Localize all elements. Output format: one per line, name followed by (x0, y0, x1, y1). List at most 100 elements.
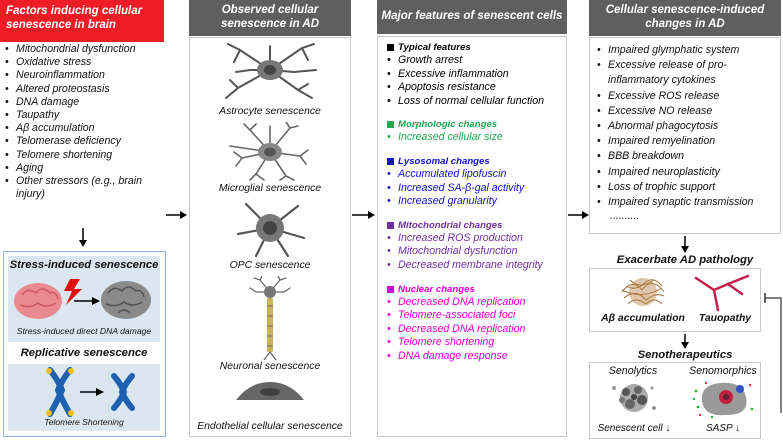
feature-item: Apoptosis resistance (386, 81, 560, 95)
feature-item: Decreased membrane integrity (386, 259, 560, 273)
change-item: BBB breakdown (596, 149, 776, 164)
feature-item: Telomere shortening (386, 336, 560, 350)
change-item: Impaired remyelination (596, 134, 776, 149)
changes-header: Cellular senescence-induced changes in A… (589, 0, 781, 36)
chromosome-long-icon (46, 367, 74, 417)
factor-item: Taupathy (4, 109, 164, 122)
feature-section-title-text: Lysosomal changes (398, 155, 490, 167)
senomorphics-label: Senomorphics (689, 365, 757, 377)
change-item: Excessive NO release (596, 104, 776, 119)
factor-item: Altered proteostasis (4, 83, 164, 96)
factor-item: Oxidative stress (4, 56, 164, 69)
factor-item: Telomere shortening (4, 149, 164, 162)
feature-list: Growth arrestExcessive inflammationApopt… (386, 54, 560, 108)
replicative-panel: Telomere Shortening (8, 364, 160, 431)
factor-item: Aβ accumulation (4, 122, 164, 135)
change-item: Excessive ROS release (596, 89, 776, 104)
factor-item: Aging (4, 162, 164, 175)
factors-list: Mitochondrial dysfunctionOxidative stres… (4, 43, 164, 201)
factor-item: Mitochondrial dysfunction (4, 43, 164, 56)
feature-item: Increased granularity (386, 195, 560, 209)
stress-induced-panel: Stress-induced senescence Stress-induced… (8, 256, 160, 342)
lightning-icon (64, 279, 82, 305)
section-square-icon (387, 121, 394, 129)
arrow-col3-to-col4 (568, 207, 590, 225)
change-item: Impaired synaptic transmission (596, 195, 776, 210)
factor-item: Telomerase deficiency (4, 135, 164, 148)
factor-item: DNA damage (4, 96, 164, 109)
feature-item: DNA damage response (386, 350, 560, 364)
feature-item: Increased ROS production (386, 232, 560, 246)
pathology-title: Exacerbate AD pathology (616, 254, 754, 266)
feature-item: Telomere-associated foci (386, 309, 560, 323)
endothelial-icon (236, 382, 304, 400)
replicative-title: Replicative senescence (20, 347, 148, 359)
feature-section-title: Nuclear changes (386, 283, 560, 296)
pink-brain-icon (14, 283, 62, 319)
astrocyte-label: Astrocyte senescence (219, 106, 321, 117)
arrow-col1-to-col2 (166, 207, 188, 225)
change-item: Excessive release of pro-inflammatory cy… (596, 58, 776, 88)
factor-item: Neuroinflammation (4, 69, 164, 82)
astrocyte-icon (225, 43, 317, 99)
feature-section-title: Mitochondrial changes (386, 219, 560, 232)
features-header: Major features of senescent cells (377, 0, 567, 34)
arrow-col2-to-col3 (352, 207, 376, 225)
feature-item: Increased cellular size (386, 131, 560, 145)
feature-section: Mitochondrial changesIncreased ROS produ… (386, 219, 560, 273)
abeta-label: Aβ accumulation (601, 313, 685, 324)
chromosome-illustration (46, 367, 135, 417)
changes-panel: Impaired glymphatic systemExcessive rele… (589, 37, 781, 234)
feature-section-title: Lysosomal changes (386, 155, 560, 168)
stress-induced-caption: Stress-induced direct DNA damage (16, 326, 152, 336)
senescent-cell-icon (612, 384, 656, 412)
observed-header: Observed cellular senescence in AD (189, 0, 351, 36)
changes-list: Impaired glymphatic systemExcessive rele… (596, 43, 776, 210)
feature-list: Increased cellular size (386, 131, 560, 145)
section-square-icon (387, 221, 394, 229)
factors-header: Factors inducing cellular senescence in … (0, 0, 164, 42)
section-square-icon (387, 44, 394, 51)
feature-section: Nuclear changesDecreased DNA replication… (386, 283, 560, 364)
change-item: Impaired glymphatic system (596, 43, 776, 58)
neuron-icon (249, 276, 291, 360)
feature-section-title-text: Morphologic changes (398, 119, 498, 131)
senescent-cell-label: Senescent cell ↓ (597, 423, 671, 434)
cell-types-panel: Astrocyte senescence Microglial senescen… (189, 37, 351, 437)
feature-section-title-text: Mitochondrial changes (398, 219, 503, 231)
down-arrow-col4-b (680, 334, 690, 355)
pathology-panel: Aβ accumulation Tauopathy (589, 268, 761, 332)
tau-tangle-icon (694, 274, 750, 312)
microglia-icon (229, 122, 309, 181)
feature-section: Typical featuresGrowth arrestExcessive i… (386, 41, 560, 108)
microglia-label: Microglial senescence (218, 183, 322, 194)
feature-section-title: Morphologic changes (386, 118, 560, 131)
feature-section: Morphologic changesIncreased cellular si… (386, 118, 560, 145)
feature-section: Lysosomal changesAccumulated lipofuscinI… (386, 155, 560, 209)
endothelial-label: Endothelial cellular senescence (197, 421, 343, 432)
feature-section-title-text: Typical features (398, 42, 471, 53)
senolytics-label: Senolytics (608, 365, 658, 377)
feature-section-title-text: Nuclear changes (398, 283, 475, 295)
sasp-cell-icon (692, 381, 754, 419)
senescence-types-box: Stress-induced senescence Stress-induced… (3, 251, 166, 437)
replicative-caption: Telomere Shortening (44, 417, 124, 427)
section-square-icon (387, 157, 394, 165)
feature-item: Growth arrest (386, 54, 560, 68)
feature-item: Excessive inflammation (386, 68, 560, 82)
feature-list: Accumulated lipofuscinIncreased SA-β-gal… (386, 168, 560, 209)
feature-item: Loss of normal cellular function (386, 95, 560, 109)
inhibition-feedback-line (764, 293, 782, 413)
senotherapeutics-title: Senotherapeutics (637, 349, 733, 361)
feature-item: Mitochondrial dysfunction (386, 245, 560, 259)
feature-section-title: Typical features (386, 41, 560, 54)
tau-label: Tauopathy (698, 313, 752, 324)
senotherapeutics-panel: Senolytics Senescent cell ↓ Senomorphics… (589, 362, 761, 439)
feature-item: Decreased DNA replication (386, 296, 560, 310)
change-item: Loss of trophic support (596, 180, 776, 195)
opc-icon (236, 202, 306, 258)
opc-label: OPC senescence (229, 260, 311, 271)
feature-item: Accumulated lipofuscin (386, 168, 560, 182)
change-item: Abnormal phagocytosis (596, 119, 776, 134)
down-arrow-col4-a (680, 236, 690, 259)
